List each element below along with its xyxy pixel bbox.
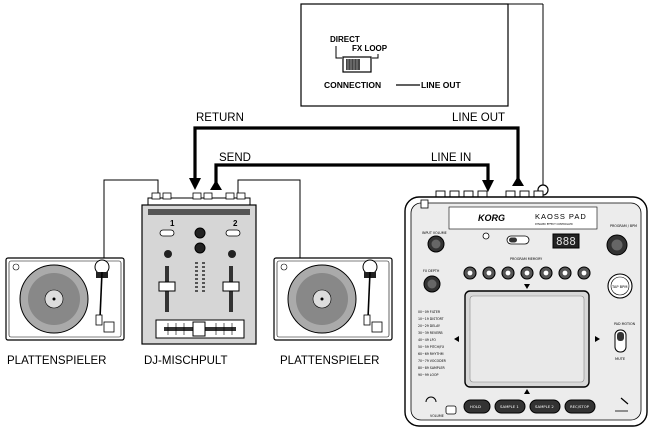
dj-mixer: 1 2 bbox=[141, 192, 257, 345]
eq-knob[interactable] bbox=[164, 250, 172, 258]
headphone-icon bbox=[425, 396, 437, 403]
turntable-left bbox=[5, 257, 125, 341]
pad-motion-label: PAD MOTION bbox=[614, 322, 636, 326]
svg-text:50~59 PITCH/FX: 50~59 PITCH/FX bbox=[418, 345, 445, 349]
eq-knob[interactable] bbox=[228, 250, 236, 258]
turntable-right bbox=[273, 257, 393, 341]
tap-bpm-button[interactable] bbox=[607, 273, 633, 299]
svg-text:90~99 LOOP: 90~99 LOOP bbox=[418, 373, 438, 377]
volume-label: VOLUME bbox=[430, 414, 444, 418]
connection-switch-callout: DIRECT FX LOOP CONNECTION LINE OUT bbox=[300, 3, 509, 107]
rec-stop-button[interactable] bbox=[564, 399, 596, 414]
sample1-button[interactable] bbox=[494, 399, 526, 414]
mixer-label: DJ-MISCHPULT bbox=[144, 355, 227, 367]
tonearm bbox=[367, 271, 371, 319]
kaoss-pad: KORG KAOSS PAD DYNAMIC EFFECT CONTROLLER… bbox=[404, 190, 648, 427]
program-bpm-label: PROGRAM / BPM bbox=[610, 224, 637, 228]
tonearm bbox=[99, 271, 103, 319]
svg-text:20~29 DELAY: 20~29 DELAY bbox=[418, 324, 440, 328]
send-origin-arrow bbox=[210, 180, 222, 190]
send-label: SEND bbox=[219, 152, 251, 164]
svg-text:60~69 RHYTHM: 60~69 RHYTHM bbox=[418, 352, 444, 356]
rec-stop-label: REC/STOP bbox=[570, 404, 590, 409]
svg-text:30~39 REVERB: 30~39 REVERB bbox=[418, 331, 443, 335]
send-arrow bbox=[482, 180, 494, 192]
sample1-label: SAMPLE 1 bbox=[500, 404, 519, 409]
return-arrow bbox=[189, 178, 201, 190]
fx-loop-label: FX LOOP bbox=[352, 44, 388, 53]
ch2-input-switch[interactable] bbox=[225, 229, 241, 237]
kaoss-model-name: KAOSS PAD bbox=[535, 212, 587, 221]
hold-button[interactable] bbox=[463, 399, 491, 414]
svg-text:80~89 SAMPLER: 80~89 SAMPLER bbox=[418, 366, 446, 370]
gain-knob[interactable] bbox=[194, 227, 206, 239]
channel2-fader[interactable] bbox=[222, 281, 240, 292]
bpm-display-value: 888 bbox=[556, 235, 576, 248]
headphone-volume-knob[interactable] bbox=[445, 405, 457, 415]
line-out-label: LINE OUT bbox=[452, 112, 505, 124]
switch-line-out-label: LINE OUT bbox=[421, 80, 461, 90]
audio-cables bbox=[189, 126, 524, 192]
turntable-left-label: PLATTENSPIELER bbox=[7, 355, 107, 367]
mute-label: MUTE bbox=[615, 357, 626, 361]
tap-bpm-label: TAP BPM bbox=[611, 285, 627, 289]
bpm-display bbox=[552, 233, 580, 249]
input-volume-label: INPUT VOLUME bbox=[422, 231, 447, 235]
channel1-fader[interactable] bbox=[158, 281, 176, 292]
effect-category-list: 00~09 FILTER 10~19 DISTORT 20~29 DELAY 3… bbox=[418, 310, 447, 377]
return-label: RETURN bbox=[196, 112, 244, 124]
svg-text:70~79 VOCODER: 70~79 VOCODER bbox=[418, 359, 447, 363]
connection-label: CONNECTION bbox=[324, 80, 381, 90]
program-memory-label: PROGRAM MEMORY bbox=[510, 257, 543, 261]
turntable-right-label: PLATTENSPIELER bbox=[280, 355, 380, 367]
mic-icon bbox=[620, 397, 629, 405]
korg-logo: KORG bbox=[478, 213, 505, 223]
kaoss-subtitle: DYNAMIC EFFECT CONTROLLER bbox=[535, 223, 573, 226]
line-out-arrow bbox=[512, 176, 524, 186]
line-in-label: LINE IN bbox=[431, 152, 471, 164]
crossfader[interactable] bbox=[192, 321, 206, 337]
hold-label: HOLD bbox=[470, 404, 481, 409]
mixer-ch2-label: 2 bbox=[233, 219, 238, 228]
mixer-ch1-label: 1 bbox=[170, 219, 175, 228]
svg-text:40~49 LFO: 40~49 LFO bbox=[418, 338, 436, 342]
connection-switch[interactable] bbox=[342, 56, 372, 73]
fx-depth-label: FX DEPTH bbox=[423, 269, 440, 273]
gain-knob[interactable] bbox=[194, 242, 206, 254]
svg-text:00~09 FILTER: 00~09 FILTER bbox=[418, 310, 441, 314]
direct-label: DIRECT bbox=[330, 35, 360, 44]
svg-text:10~19 DISTORT: 10~19 DISTORT bbox=[418, 317, 444, 321]
ch1-input-switch[interactable] bbox=[159, 229, 175, 237]
sample2-button[interactable] bbox=[529, 399, 561, 414]
sample2-label: SAMPLE 2 bbox=[535, 404, 554, 409]
